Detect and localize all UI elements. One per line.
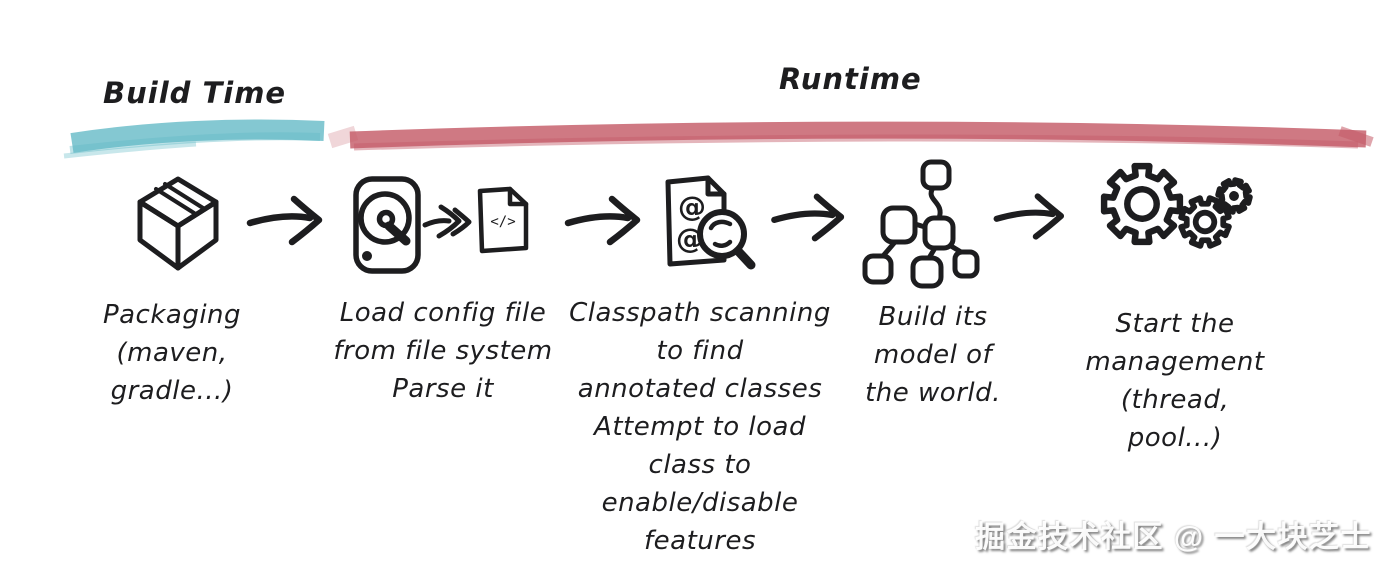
gear-large: [1104, 166, 1180, 242]
hard-disk-icon: [353, 176, 421, 274]
arrow-right-icon: [246, 190, 332, 250]
small-arrow-right-icon: [422, 198, 476, 244]
build-time-highlight-stroke: [70, 119, 325, 153]
arrow-head: [450, 207, 472, 237]
disk-platter: [358, 191, 412, 245]
document-fold-corner: [705, 175, 727, 197]
runtime-highlight-endtick: [1338, 126, 1374, 147]
arrow-shaft: [564, 213, 632, 227]
runtime-highlight-edge: [353, 134, 1359, 151]
runtime-label: Runtime: [779, 62, 922, 96]
box-tape-line: [154, 187, 196, 215]
magnifier-lens: [697, 209, 747, 259]
box-left-face: [137, 199, 181, 271]
magnifier-handle: [733, 246, 756, 270]
arrow-head: [1032, 193, 1065, 240]
graph-edge: [928, 185, 943, 221]
watermark: 掘金技术社区 @ 一大块芝士: [975, 521, 1372, 554]
graph-node: [922, 215, 956, 251]
arrow-shaft: [422, 218, 452, 228]
code-glyph: </>: [490, 214, 515, 230]
runtime-highlight-leadin: [327, 125, 359, 149]
magnifier-shine: [708, 219, 733, 231]
code-file-icon: </>: [476, 186, 530, 254]
package-box-icon: [134, 176, 222, 271]
arrow-head: [811, 193, 845, 242]
graph-node: [920, 159, 952, 191]
annotated-document-magnifier-icon: @ @: [660, 174, 756, 274]
build-time-highlight-edge: [69, 132, 321, 154]
graph-node: [880, 205, 918, 245]
gear-small: [1215, 177, 1253, 215]
graph-node: [910, 255, 944, 289]
graph-node: [862, 253, 894, 285]
file-fold-corner: [507, 186, 529, 207]
magnifier-shine: [712, 239, 733, 248]
graph-node: [952, 249, 980, 279]
arrow-shaft: [246, 213, 314, 227]
arrow-head: [288, 195, 323, 246]
disk-body: [353, 176, 421, 274]
step-caption-start-management: Start the management (thread, pool...): [1085, 309, 1265, 453]
arrow-head: [606, 195, 641, 246]
build-time-highlight-tail: [63, 141, 197, 159]
arrow-head: [436, 204, 462, 239]
arrow-right-icon: [770, 188, 854, 246]
arrow-shaft: [993, 209, 1056, 222]
runtime-highlight-stroke: [349, 121, 1367, 149]
step-caption-packaging: Packaging (maven, gradle...): [102, 300, 242, 406]
step-caption-load-config: Load config file from file system Parse …: [333, 298, 553, 404]
arrow-shaft: [771, 210, 836, 224]
step-caption-build-model: Build its model of the world.: [865, 302, 1001, 408]
gear-medium: [1174, 191, 1236, 253]
disk-arm: [384, 221, 411, 246]
file-outline: [477, 186, 529, 254]
arrow-right-icon: [992, 188, 1074, 244]
box-right-face: [175, 199, 219, 271]
arrow-right-icon: [564, 190, 650, 250]
box-tape-line: [163, 182, 205, 210]
object-graph-icon: [862, 159, 981, 289]
build-time-label: Build Time: [103, 76, 287, 110]
disk-led-dot: [362, 251, 372, 261]
gears-icon: [1098, 158, 1250, 250]
step-caption-classpath-scanning: Classpath scanning to find annotated cla…: [569, 298, 831, 556]
annotation-at-glyph: @: [678, 190, 706, 223]
